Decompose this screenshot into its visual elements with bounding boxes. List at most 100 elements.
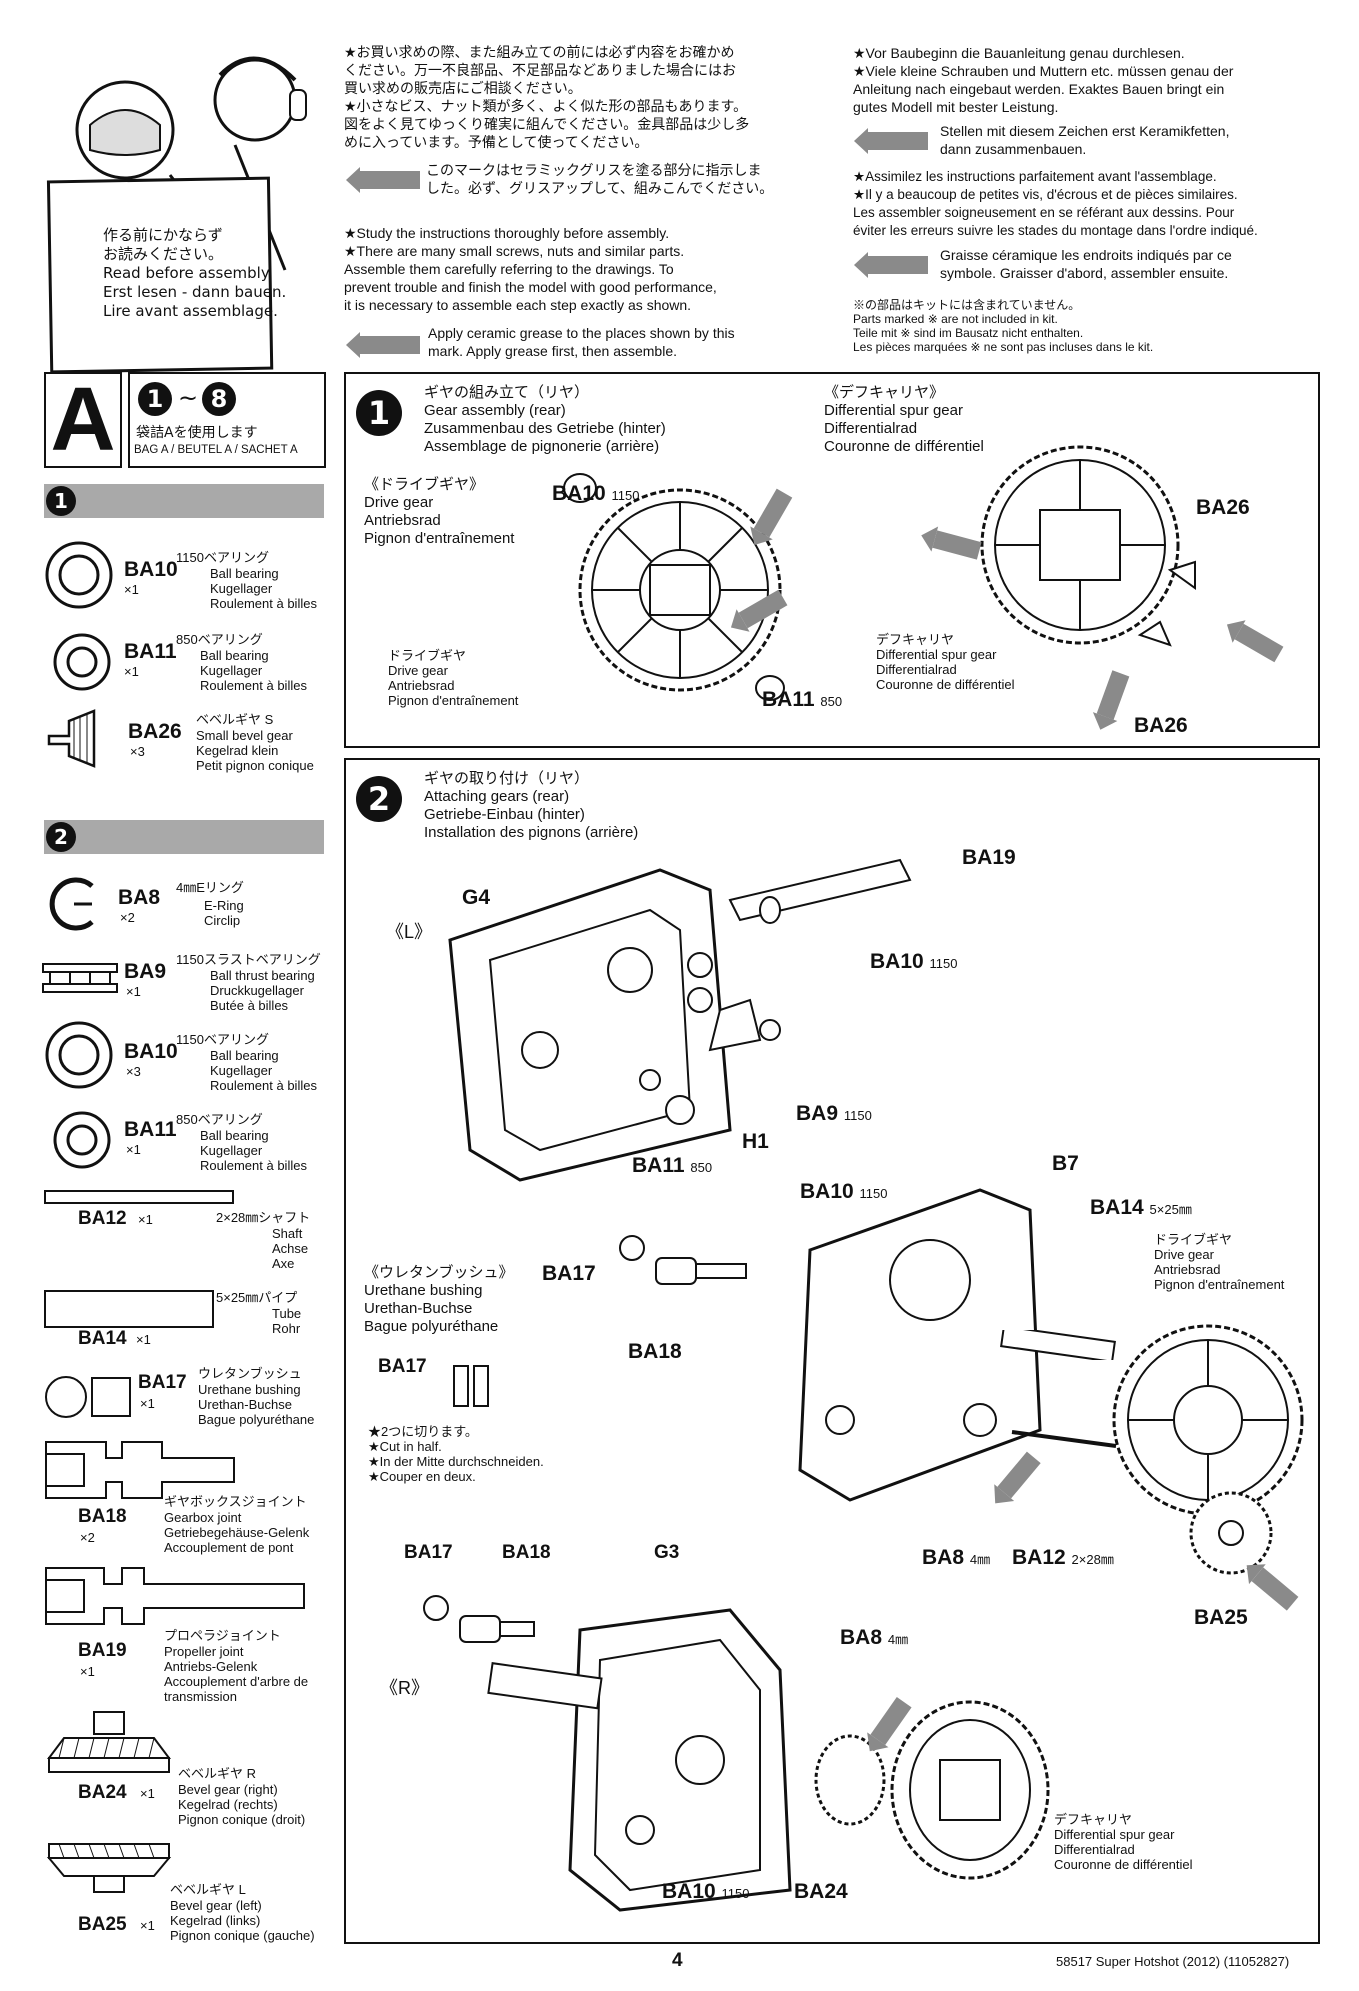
step2-badge: 2	[356, 776, 402, 822]
sign-line: お読みください。	[103, 245, 224, 263]
part-jp: 1150ベアリング	[176, 1032, 269, 1047]
title-line: 《ドライブギヤ》	[364, 476, 485, 493]
title-line: 《デフキャリヤ》	[824, 384, 945, 401]
title-line: Drive gear	[388, 663, 448, 678]
part-code: BA10	[124, 1040, 178, 1063]
label-ba17c: BA17	[404, 1542, 453, 1563]
drive-gear-step2-drawing	[1112, 1324, 1304, 1516]
label-h1: H1	[742, 1130, 769, 1153]
kit-note-line: Les pièces marquées ※ ne sont pas inclus…	[853, 340, 1154, 354]
part-jp: ウレタンブッシュ	[198, 1366, 302, 1381]
label-code: BA14	[1090, 1196, 1144, 1219]
fr-note-line: ★Assimilez les instructions parfaitement…	[853, 169, 1217, 184]
part-qty: ×1	[126, 984, 141, 999]
part-qty: ×1	[140, 1396, 155, 1411]
de-grease-line: dann zusammenbauen.	[940, 141, 1087, 157]
bushing-joint-r-drawing	[423, 1595, 535, 1643]
title-line: Differentialrad	[824, 420, 918, 437]
part-code: BA12	[78, 1208, 127, 1229]
sign-line: Lire avant assemblage.	[103, 302, 278, 320]
part-qty: ×1	[126, 1142, 141, 1157]
label-size: 4㎜	[887, 1632, 909, 1647]
kit-note: ※の部品はキットには含まれていません。 Parts marked ※ are n…	[853, 298, 1153, 354]
part-code: BA11	[124, 640, 177, 663]
bearing-icon	[45, 1021, 113, 1089]
bag-letter: A	[50, 370, 116, 470]
urethane-note: 《ウレタンブッシュ》 Urethane bushing Urethan-Buch…	[364, 1264, 514, 1336]
part-en: Ball bearing	[200, 1128, 269, 1143]
bearing-icon	[53, 633, 111, 691]
part-de: Druckkugellager	[210, 983, 304, 998]
e-ring-icon	[49, 877, 94, 931]
kit-note-line: Teile mit ※ sind im Bausatz nicht enthal…	[853, 326, 1084, 340]
part-en: Ball thrust bearing	[210, 968, 315, 983]
jp-note-line: ★お買い求めの際、また組み立ての前には必ず内容をお確かめ	[344, 45, 735, 61]
label-ba11: BA11 850	[632, 1154, 712, 1178]
jp-note-line: 図をよく見てゆっくり確実に組んでください。金具部品は少し多	[344, 117, 750, 133]
gear-parts-left-drawing	[639, 858, 912, 1091]
parts-bar-step1	[44, 484, 324, 518]
fr-grease-line: Graisse céramique les endroits indiqués …	[940, 247, 1232, 263]
jp-note-line: めに入っています。予備として使ってください。	[344, 135, 649, 151]
step1-diff-header: 《デフキャリヤ》 Differential spur gear Differen…	[824, 384, 984, 456]
part-qty: ×1	[124, 664, 139, 679]
label-code: BA11	[632, 1154, 685, 1177]
sign-line: 作る前にかならず	[103, 226, 223, 244]
label-ba25: BA25	[1194, 1606, 1248, 1629]
diff-gear-r-drawing	[814, 1700, 1050, 1880]
part-en: Ball bearing	[210, 566, 279, 581]
label-g3: G3	[654, 1542, 680, 1563]
part-fr: Accouplement de pont	[164, 1540, 294, 1555]
gearbox-middle-drawing	[798, 1188, 1042, 1502]
title-line: Couronne de différentiel	[824, 438, 984, 455]
title-line: Zusammenbau des Getriebe (hinter)	[424, 420, 666, 437]
part-fr: Roulement à billes	[210, 1078, 317, 1093]
label-code: BA10	[870, 950, 924, 973]
part-de: Kugellager	[210, 581, 273, 596]
step-to-badge: 8	[202, 382, 236, 416]
grease-mark-icon	[854, 128, 928, 154]
title-line: ドライブギヤ	[1154, 1232, 1233, 1247]
tube-drawing	[1000, 1330, 1116, 1360]
parts-step1-badge: 1	[46, 486, 76, 516]
title-line: デフキャリヤ	[876, 632, 955, 647]
shaft-icon	[44, 1190, 234, 1204]
step2-title: ギヤの取り付け（リヤ） Attaching gears (rear) Getri…	[424, 770, 638, 842]
step1-drive-header: 《ドライブギヤ》 Drive gear Antriebsrad Pignon d…	[364, 476, 514, 548]
de-note-line: Anleitung nach eingebaut werden. Exaktes…	[853, 81, 1225, 97]
bag-info-box: 1 ~ 8 袋詰Aを使用します BAG A / BEUTEL A / SACHE…	[128, 372, 326, 468]
label-size: 4㎜	[969, 1552, 991, 1567]
label-ba8b: BA8 4㎜	[840, 1626, 908, 1650]
bearing-icon	[45, 541, 113, 609]
title-line: Differentialrad	[1054, 1842, 1135, 1857]
part-de: Kugellager	[200, 1143, 263, 1158]
de-notes: ★Vor Baubeginn die Bauanleitung genau du…	[853, 44, 1323, 116]
part-code: BA17	[138, 1372, 187, 1393]
label-ba11: BA11 850	[762, 688, 842, 712]
side-r-label: 《R》	[380, 1678, 429, 1698]
label-code: BA11	[762, 688, 815, 711]
gearbox-joint-icon	[45, 1441, 235, 1499]
part-en: Ball bearing	[200, 648, 269, 663]
part-de: Kegelrad klein	[196, 743, 279, 758]
part-jp: 850ベアリング	[176, 632, 263, 647]
label-code: BA8	[922, 1546, 965, 1569]
de-note-line: ★Vor Baubeginn die Bauanleitung genau du…	[853, 45, 1185, 61]
fr-note-line: Les assembler soigneusement en se référa…	[853, 205, 1235, 220]
title-line: Pignon d'entraînement	[364, 530, 515, 547]
part-qty: ×3	[126, 1064, 141, 1079]
part-jp: プロペラジョイント	[164, 1628, 281, 1643]
title-line: Installation des pignons (arrière)	[424, 824, 639, 841]
step2-drive-gear-label: ドライブギヤ Drive gear Antriebsrad Pignon d'e…	[1154, 1232, 1284, 1292]
label-ba14: BA14 5×25㎜	[1090, 1196, 1192, 1220]
side-l-label: 《L》	[386, 922, 433, 942]
label-g4: G4	[462, 886, 491, 909]
step1-badge: 1	[356, 390, 402, 436]
title-line: Assemblage de pignonerie (arrière)	[424, 438, 660, 455]
label-size: 1150	[611, 488, 640, 503]
part-fr: Butée à billes	[210, 998, 289, 1013]
part-fr: Pignon conique (droit)	[178, 1812, 306, 1827]
de-note-line: gutes Modell mit bester Leistung.	[853, 99, 1059, 115]
title-line: ★Couper en deux.	[368, 1469, 476, 1484]
title-line: ★Cut in half.	[368, 1439, 442, 1454]
